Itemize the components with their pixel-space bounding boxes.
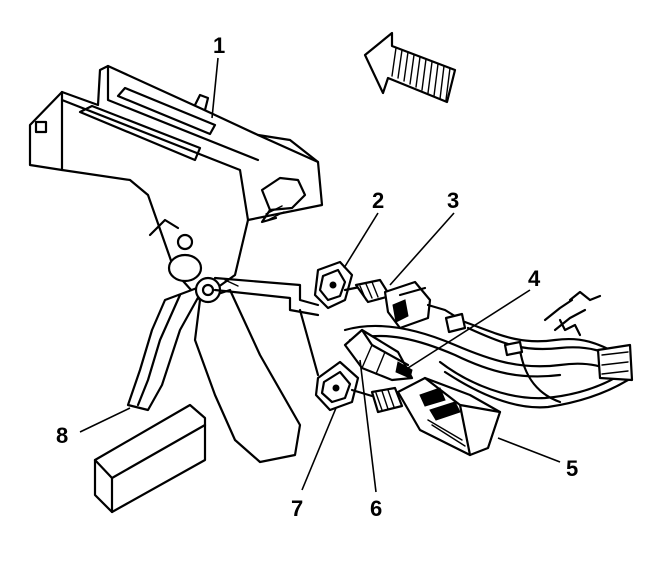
callout-6: 6 (370, 496, 383, 521)
callout-1: 1 (213, 33, 226, 58)
forward-arrow-icon (363, 31, 457, 104)
leader-lines (79, 57, 561, 493)
harness-connector (343, 328, 414, 382)
cruise-release-switch (350, 376, 502, 457)
callout-2: 2 (372, 188, 385, 213)
callout-4: 4 (528, 266, 541, 291)
retainer-lower (298, 308, 360, 412)
retainer-upper (313, 260, 354, 310)
actuator-rod (213, 276, 320, 317)
callout-8: 8 (56, 423, 69, 448)
wiring-harness (343, 290, 634, 409)
pedal-bracket (28, 64, 324, 302)
callout-7: 7 (291, 496, 304, 521)
stop-lamp-switch (343, 278, 467, 334)
callout-5: 5 (566, 456, 579, 481)
brake-pedal (93, 276, 302, 514)
callout-3: 3 (447, 188, 460, 213)
